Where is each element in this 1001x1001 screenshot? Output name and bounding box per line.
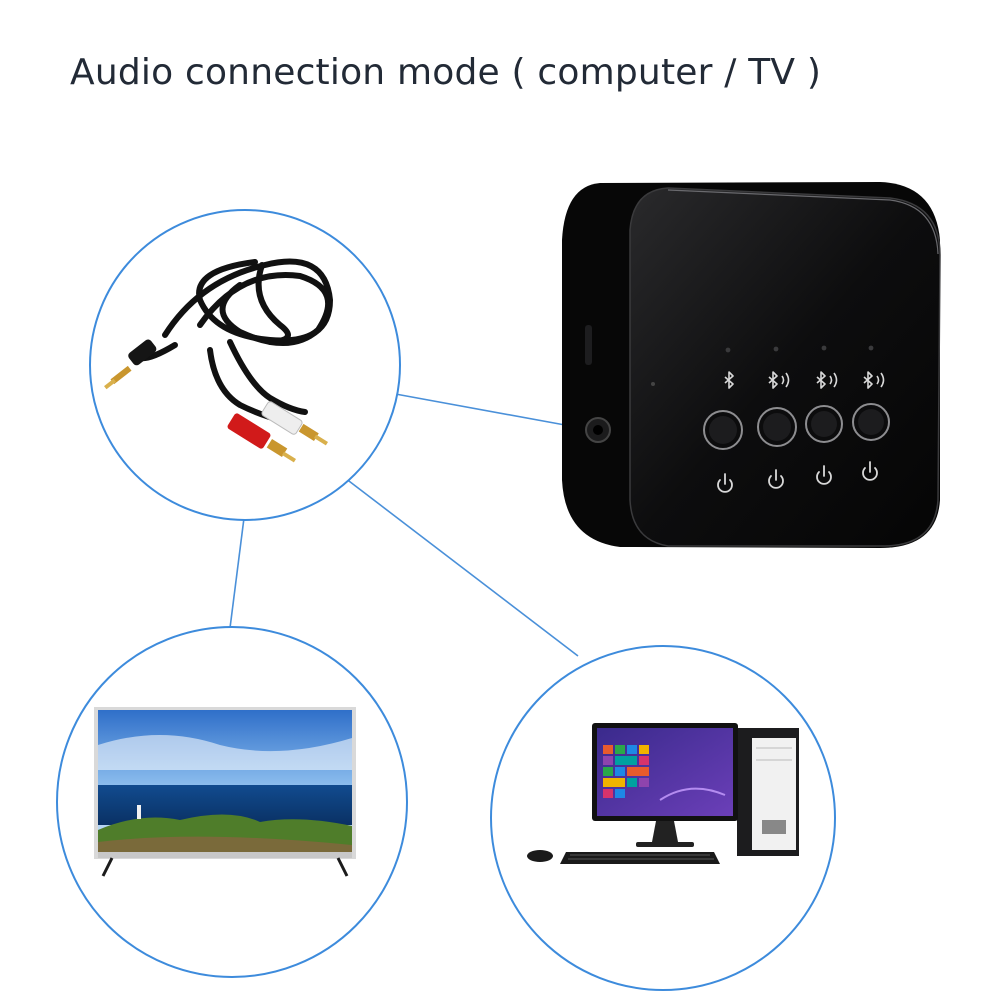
power-icon bbox=[768, 469, 784, 489]
monitor-stand bbox=[652, 821, 678, 842]
keyboard bbox=[560, 852, 720, 864]
diagram-title: Audio connection mode ( computer / TV ) bbox=[70, 52, 822, 93]
led-indicator bbox=[725, 347, 731, 353]
bluetooth-audio-icon bbox=[768, 371, 790, 389]
connector-cable-to-tv bbox=[229, 517, 245, 629]
bluetooth-icon bbox=[724, 371, 734, 389]
windows-start-tiles bbox=[603, 745, 649, 798]
mouse bbox=[527, 850, 553, 862]
aux-3.5mm-plug bbox=[104, 339, 157, 390]
power-icon bbox=[816, 465, 832, 485]
device-side-slot bbox=[585, 325, 592, 365]
bluetooth-audio-icon bbox=[816, 371, 838, 389]
audio-cable-circle bbox=[89, 209, 401, 521]
channel-button bbox=[805, 405, 843, 443]
channel-button bbox=[852, 403, 890, 441]
led-indicator bbox=[773, 346, 779, 352]
television-image bbox=[94, 707, 356, 877]
device-edge-highlight bbox=[667, 189, 939, 255]
connector-cable-to-pc bbox=[344, 477, 579, 657]
connector-cable-to-device bbox=[389, 392, 566, 426]
tv-left-leg bbox=[101, 857, 114, 877]
desktop-computer-image bbox=[527, 723, 799, 864]
rca-red-plug bbox=[227, 413, 296, 463]
device-top-panel bbox=[629, 187, 941, 547]
status-dot bbox=[651, 382, 655, 386]
rca-aux-cable-image bbox=[104, 258, 334, 463]
connector-lines bbox=[229, 392, 579, 657]
rca-white-plug bbox=[261, 401, 328, 446]
tv-circle bbox=[56, 626, 408, 978]
led-indicator bbox=[868, 345, 874, 351]
tv-right-leg bbox=[336, 857, 349, 877]
led-indicator bbox=[821, 345, 827, 351]
power-icon bbox=[862, 461, 878, 481]
bluetooth-transmitter-device bbox=[562, 182, 941, 548]
channel-button bbox=[703, 410, 743, 450]
bluetooth-audio-icon bbox=[863, 371, 885, 389]
computer-circle bbox=[490, 645, 836, 991]
power-icon bbox=[717, 473, 733, 493]
channel-button bbox=[757, 407, 797, 447]
